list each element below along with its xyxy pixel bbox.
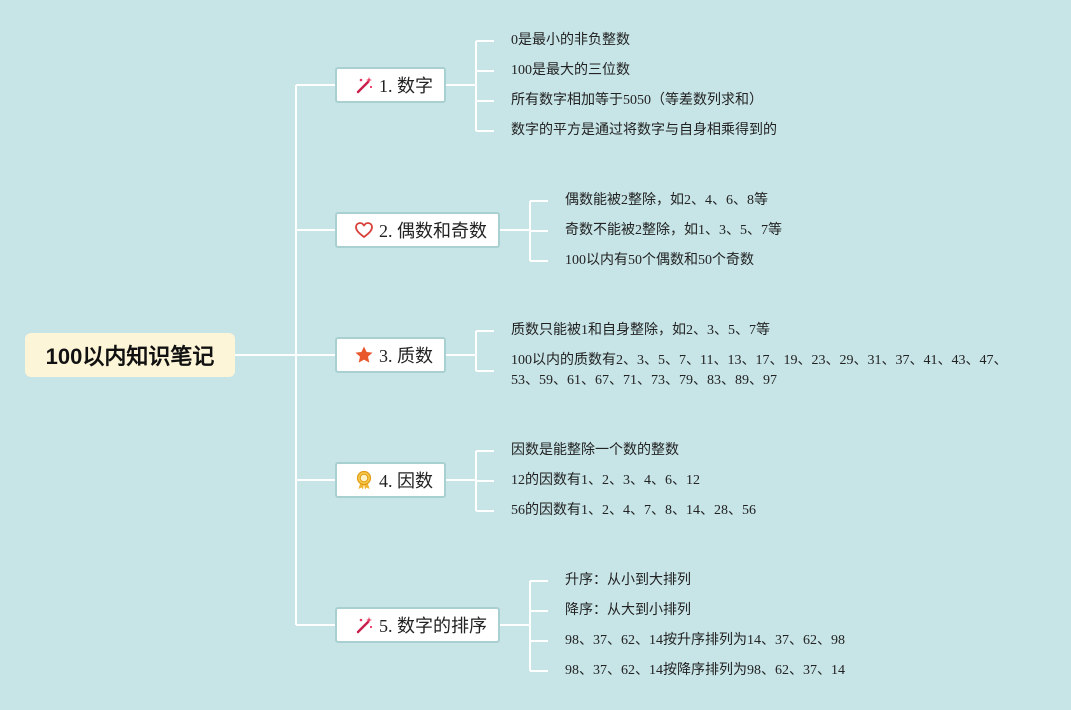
leaf-item[interactable]: 100以内有50个偶数和50个奇数 [565, 253, 754, 268]
branch-3-connector [446, 330, 494, 372]
leaf-item[interactable]: 所有数字相加等于5050（等差数列求和） [511, 93, 763, 108]
leaf-item[interactable]: 12的因数有1、2、3、4、6、12 [511, 473, 700, 488]
branch-even-odd[interactable]: 2. 偶数和奇数 [335, 212, 500, 248]
root-topic[interactable]: 100以内知识笔记 [25, 333, 235, 377]
branch-label: 2. 偶数和奇数 [379, 221, 487, 241]
branch-factors[interactable]: 4. 因数 [335, 462, 446, 498]
magic-wand-icon [353, 74, 375, 96]
branch-label: 4. 因数 [379, 471, 433, 491]
leaf-item[interactable]: 质数只能被1和自身整除，如2、3、5、7等 [511, 323, 770, 338]
branch-sorting[interactable]: 5. 数字的排序 [335, 607, 500, 643]
branch-primes[interactable]: 3. 质数 [335, 337, 446, 373]
leaf-item[interactable]: 偶数能被2整除，如2、4、6、8等 [565, 193, 768, 208]
leaf-item[interactable]: 0是最小的非负整数 [511, 33, 630, 48]
branch-numbers[interactable]: 1. 数字 [335, 67, 446, 103]
leaf-item[interactable]: 因数是能整除一个数的整数 [511, 443, 679, 458]
branch-2-connector [500, 200, 548, 262]
leaf-item[interactable]: 奇数不能被2整除，如1、3、5、7等 [565, 223, 782, 238]
medal-icon [353, 469, 375, 491]
branch-label: 5. 数字的排序 [379, 616, 487, 636]
heart-icon [353, 219, 375, 241]
leaf-item[interactable]: 升序：从小到大排列 [565, 573, 691, 588]
leaf-item-continuation: 53、59、61、67、71、73、79、83、89、97 [511, 373, 777, 388]
leaf-item[interactable]: 降序：从大到小排列 [565, 603, 691, 618]
branch-4-connector [446, 450, 494, 512]
branch-5-connector [500, 580, 548, 672]
branch-1-connector [446, 40, 494, 132]
leaf-item[interactable]: 100是最大的三位数 [511, 63, 630, 78]
star-icon [353, 344, 375, 366]
leaf-item[interactable]: 98、37、62、14按降序排列为98、62、37、14 [565, 663, 845, 678]
leaf-item[interactable]: 数字的平方是通过将数字与自身相乘得到的 [511, 123, 777, 138]
leaf-item[interactable]: 100以内的质数有2、3、5、7、11、13、17、19、23、29、31、37… [511, 353, 1008, 368]
leaf-item[interactable]: 56的因数有1、2、4、7、8、14、28、56 [511, 503, 756, 518]
magic-wand-icon [353, 614, 375, 636]
branch-label: 3. 质数 [379, 346, 433, 366]
leaf-item[interactable]: 98、37、62、14按升序排列为14、37、62、98 [565, 633, 845, 648]
root-title: 100以内知识笔记 [45, 344, 215, 369]
branch-label: 1. 数字 [379, 76, 433, 96]
